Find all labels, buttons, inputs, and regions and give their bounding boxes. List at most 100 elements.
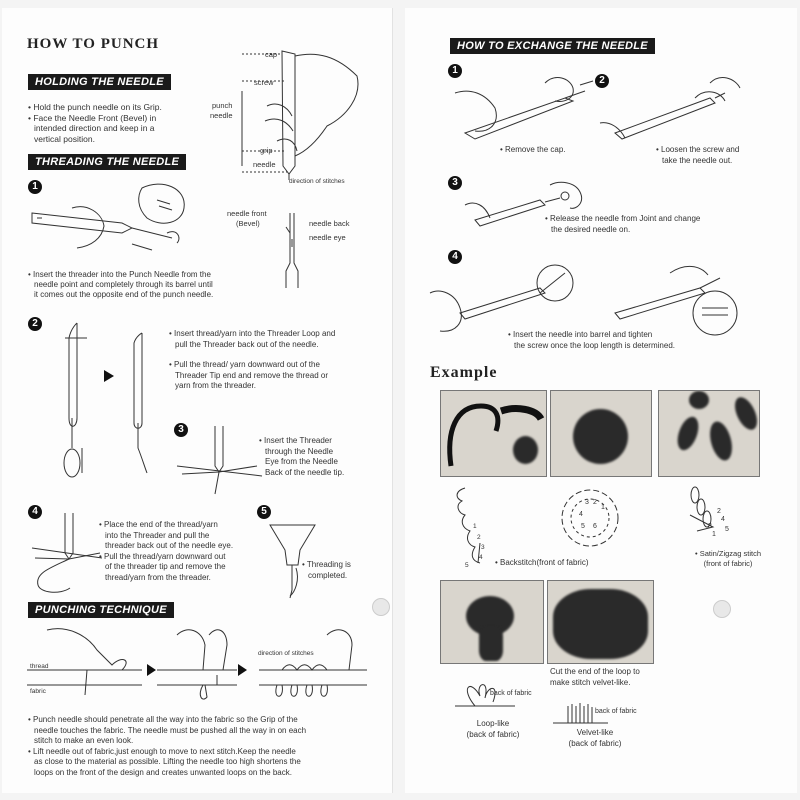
step-line: • Threading is [302,560,351,569]
label-screw: screw [254,78,274,87]
holding-line: intended direction and keep in a [34,123,155,133]
arrow-right-icon [238,664,247,676]
label-cap: cap [265,50,278,59]
label-needle-back: needle back [309,219,350,228]
label-needle-eye: needle eye [309,233,346,242]
circle-num: 4 [579,511,583,518]
velvet-like-label: Velvet-like (back of fabric) [555,728,635,749]
label-line: • Satin/Zigzag stitch [695,549,761,558]
threading-heading: THREADING THE NEEDLE [28,154,187,170]
step-line: threader back out of the needle eye. [105,541,234,550]
threader-pull-illustration [63,322,148,478]
step-line: Eye from the Needle [265,457,338,466]
exchange-step2-text: • Loosen the screw and take the needle o… [656,145,796,166]
label-direction: direction of stitches [289,178,345,185]
punch-line: stitch to make an even look. [34,736,134,745]
punch-line: loops on the front of the design and cre… [34,767,292,777]
threader-insert-illustration [31,183,185,251]
step-line: • Release the needle from Joint and chan… [545,214,701,223]
satin-num: 4 [721,516,725,523]
step-line: • Insert the Threader [259,436,332,445]
stitch-blob [573,409,628,464]
label-line: Loop-like [476,719,510,728]
label-thread: thread [30,663,49,670]
step-line: the screw once the loop length is determ… [514,340,675,350]
label-fabric: fabric [30,688,46,695]
label-line: (back of fabric) [466,729,520,739]
holding-line: • Hold the punch needle on its Grip. [28,102,162,112]
step-line: • Place the end of the thread/yarn [99,520,218,529]
backstitch-num: 2 [477,534,481,541]
step-number: 3 [174,423,188,437]
step-line: take the needle out. [662,155,733,165]
satin-num: 2 [717,508,721,515]
example-photo-loop [440,580,544,664]
insert-needle-illustration [429,264,738,336]
example-title: Example [430,364,498,381]
circle-stitch-diagram [561,489,619,547]
label-needle-front: needle front [227,209,267,218]
step-line: of the threader tip and remove the [105,562,226,571]
punching-heading: PUNCHING TECHNIQUE [28,602,174,618]
step-line: it comes out the opposite end of the pun… [34,290,214,299]
stitch-blob [730,393,759,434]
step-line: needle point and completely through its … [34,280,213,289]
label-line: make stitch velvet-like. [550,677,631,687]
backstitch-num: 3 [481,544,485,551]
step3-text: • Insert the Threader through the Needle… [259,436,389,478]
step-number: 1 [448,64,462,78]
step-line: completed. [308,570,348,580]
threading-complete-illustration [269,524,316,599]
needle-front-diagram [285,213,299,288]
label-punch: punch [212,101,233,110]
step4-text: • Place the end of the thread/yarn into … [99,520,259,583]
step-line: thread/yarn from the threader. [105,572,211,582]
step-number: 5 [257,505,271,519]
punch-hole [713,600,731,618]
satin-num: 5 [725,526,729,533]
backstitch-label: • Backstitch(front of fabric) [495,558,589,567]
stitch-blob [706,419,736,463]
holding-line: vertical position. [34,133,95,144]
label-bevel: (Bevel) [236,219,260,228]
step-number: 4 [448,250,462,264]
exchange-step3-text: • Release the needle from Joint and chan… [545,214,745,235]
release-needle-illustration [464,181,583,227]
exchange-step1-text: • Remove the cap. [500,145,566,154]
circle-num: 1 [601,504,605,511]
right-page: HOW TO EXCHANGE THE NEEDLE 1 • Remove th… [405,8,797,793]
loosen-screw-illustration [599,77,741,140]
stitch-blob [479,626,503,661]
punching-technique-illustration [27,628,367,700]
stitch-blob [553,589,648,659]
step-line: • Loosen the screw and [656,145,740,154]
arrow-right-icon [104,370,114,382]
step1-text: • Insert the threader into the Punch Nee… [28,270,258,300]
step-number: 4 [28,505,42,519]
example-photo-petals [658,390,760,477]
step-number: 2 [595,74,609,88]
holding-heading: HOLDING THE NEEDLE [28,74,171,90]
circle-num: 5 [581,523,585,530]
holding-text: • Hold the punch needle on its Grip. • F… [28,102,223,144]
holding-needle-illustration [241,50,359,180]
needle-eye-threading-illustration [176,426,263,495]
step-line: • Pull the thread/ yarn downward out of … [169,360,320,369]
satin-num: 3 [708,523,712,530]
label-direction-stitches: direction of stitches [258,650,314,657]
loop-like-diagram [455,684,515,707]
punching-text: • Punch needle should penetrate all the … [28,715,378,778]
step-line: pull the Threader back out of the needle… [175,339,319,349]
cut-loop-text: Cut the end of the loop to make stitch v… [550,667,680,688]
circle-num: 2 [593,499,597,506]
label-needle-tip: needle [253,160,276,169]
punch-line: as close to the material as possible. Li… [34,757,301,766]
holding-line: • Face the Needle Front (Bevel) in [28,112,157,123]
stitch-blob [513,436,538,464]
exchange-step4-text: • Insert the needle into barrel and tigh… [508,330,728,351]
satin-stitch-diagram [689,486,715,532]
exchange-heading: HOW TO EXCHANGE THE NEEDLE [450,38,655,54]
circle-num: 3 [585,499,589,506]
velvet-like-diagram [553,703,608,724]
satin-num: 1 [712,531,716,538]
